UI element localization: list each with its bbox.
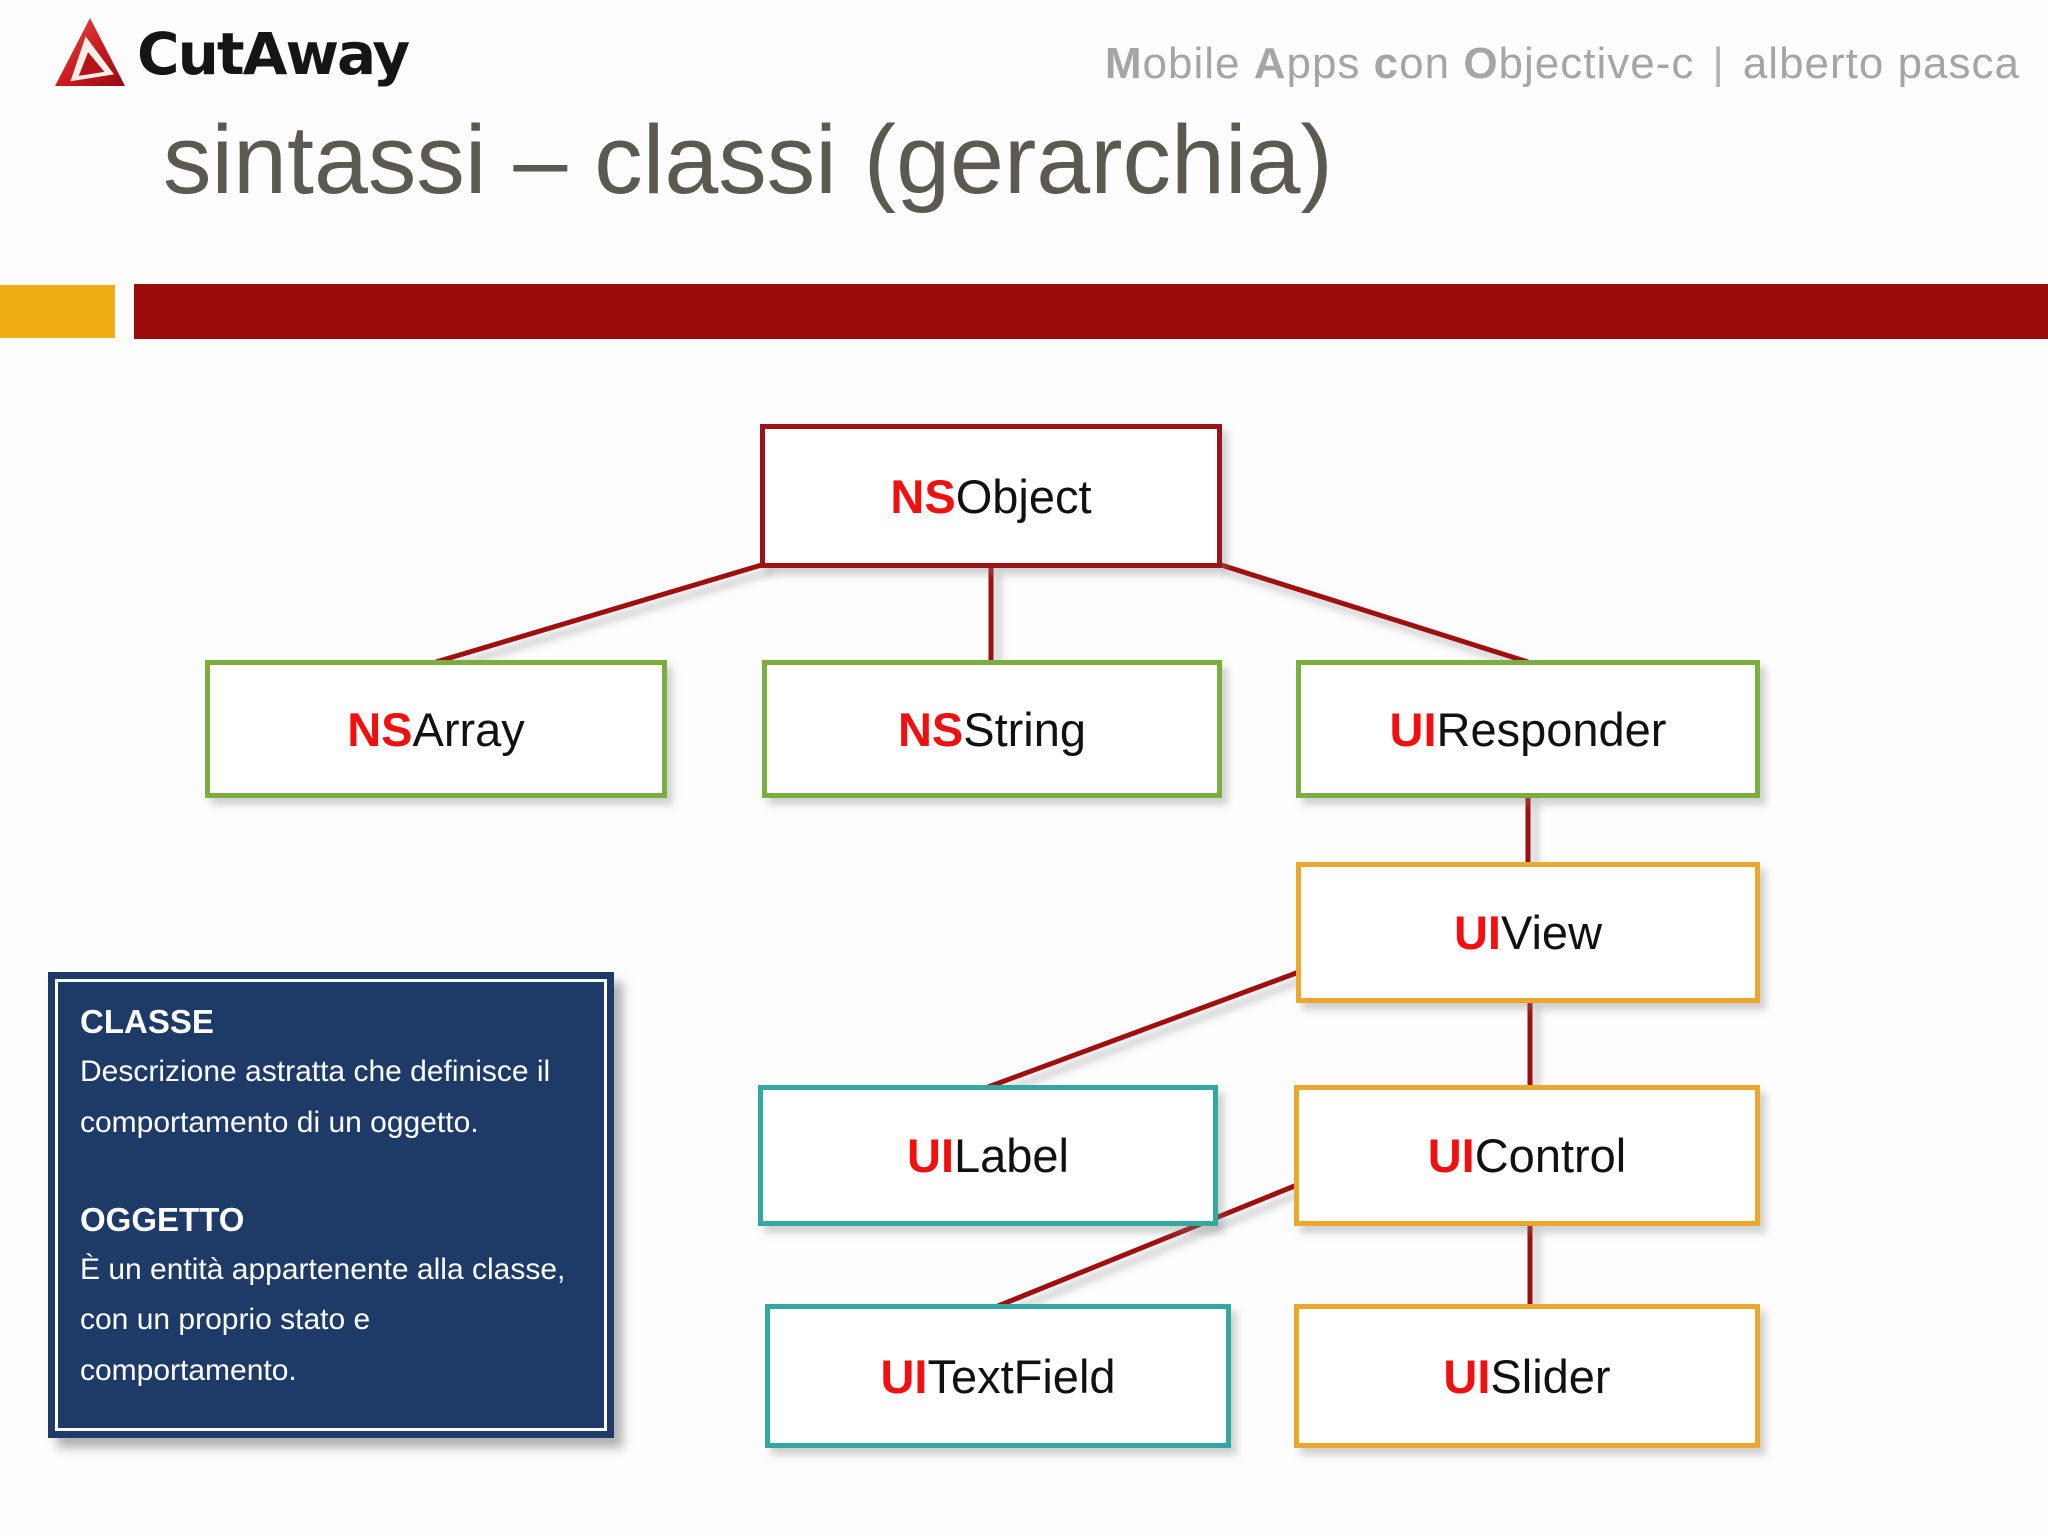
class-name: Control — [1474, 1129, 1627, 1182]
course-title-segment: on — [1399, 39, 1464, 88]
accent-bar-red — [134, 284, 2048, 339]
class-name: View — [1500, 906, 1603, 959]
oggetto-heading: OGGETTO — [80, 1200, 245, 1238]
course-title-segment: bjective-c — [1498, 39, 1695, 88]
class-name: Responder — [1436, 702, 1667, 756]
classe-section: CLASSE Descrizione astratta che definisc… — [80, 996, 582, 1148]
class-prefix: NS — [347, 702, 413, 756]
hierarchy-connector-uicontrol-uitextfield — [997, 1182, 1298, 1309]
class-prefix: UI — [907, 1129, 954, 1182]
course-title: Mobile Apps con Objective-c — [1105, 39, 1695, 88]
brand-name: CutAway — [137, 20, 410, 88]
hierarchy-connector-nsobject-nsarray — [435, 561, 766, 665]
logo: CutAway — [55, 16, 410, 92]
author-name: alberto pasca — [1742, 39, 2020, 88]
course-title-segment: obile — [1142, 39, 1254, 88]
course-title-segment: O — [1463, 39, 1499, 88]
hierarchy-connector-uiview-uilabel — [987, 969, 1300, 1090]
class-prefix: NS — [890, 469, 956, 523]
separator: | — [1712, 39, 1725, 88]
accent-bar-yellow — [0, 285, 115, 338]
class-prefix: NS — [897, 702, 964, 756]
classe-heading: CLASSE — [80, 1003, 214, 1040]
class-name: TextField — [927, 1349, 1116, 1403]
oggetto-body: È un entità appartenente alla classe, co… — [80, 1253, 566, 1387]
course-title-segment: M — [1104, 39, 1143, 88]
course-title-segment: A — [1253, 39, 1287, 88]
class-name: Array — [412, 702, 525, 756]
course-title-segment: c — [1373, 39, 1400, 88]
class-name: Slider — [1490, 1349, 1611, 1403]
class-name: String — [963, 702, 1087, 756]
class-name: Label — [954, 1129, 1069, 1182]
course-title-segment: pps — [1286, 39, 1374, 88]
slide-title: sintassi – classi (gerarchia) — [163, 105, 1333, 214]
hierarchy-connector-nsobject-uiresponder — [1217, 561, 1529, 665]
definition-callout-inner: CLASSE Descrizione astratta che definisc… — [55, 979, 607, 1431]
class-name: Object — [955, 469, 1092, 523]
class-prefix: UI — [1453, 906, 1501, 959]
classe-body: Descrizione astratta che definisce il co… — [80, 1055, 551, 1139]
class-prefix: UI — [1389, 702, 1437, 756]
definition-callout: CLASSE Descrizione astratta che definisc… — [48, 972, 614, 1438]
class-prefix: UI — [1427, 1129, 1475, 1182]
header-course-line: Mobile Apps con Objective-c | alberto pasc… — [1105, 34, 2020, 94]
class-prefix: UI — [880, 1349, 928, 1403]
class-prefix: UI — [1443, 1349, 1491, 1403]
oggetto-section: OGGETTO È un entità appartenente alla cl… — [80, 1194, 582, 1396]
cutaway-triangle-icon — [55, 18, 125, 86]
